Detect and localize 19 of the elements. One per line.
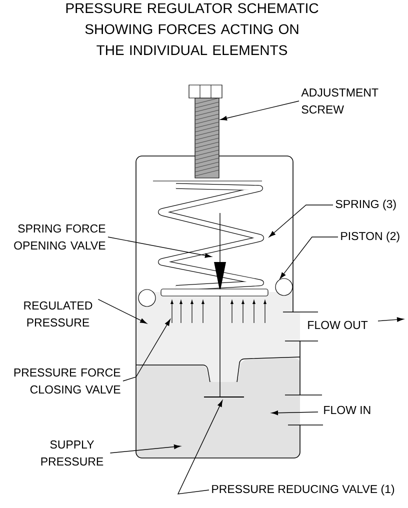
flow-label: FLOW OUT: [308, 320, 368, 330]
leader-line: [110, 444, 181, 454]
leader-line: [108, 236, 212, 258]
part-label: SPRING (3): [336, 200, 396, 210]
leader-line: [122, 319, 170, 382]
leader-line: [177, 400, 223, 494]
part-label: PISTON (2): [341, 232, 400, 242]
flow-label: FLOW IN: [324, 406, 370, 414]
part-label: REGULATED PRESSURE: [24, 301, 92, 327]
part-label: ADJUSTMENT SCREW: [301, 88, 378, 114]
part-label: PRESSURE REDUCING VALVE (1): [212, 484, 394, 496]
part-label: SUPPLY PRESSURE: [41, 440, 104, 466]
leader-line: [98, 299, 147, 324]
leader-line: [280, 236, 338, 279]
part-label: SPRING FORCE OPENING VALVE: [14, 224, 106, 250]
title: PRESSURE REGULATOR SCHEMATIC SHOWING FORCES ACTING ON THE INDIVIDUAL ELEMENTS: [66, 3, 318, 56]
part-label: PRESSURE FORCE CLOSING VALVE: [14, 368, 120, 394]
leader-line: [268, 204, 334, 238]
leader-line: [220, 100, 300, 120]
